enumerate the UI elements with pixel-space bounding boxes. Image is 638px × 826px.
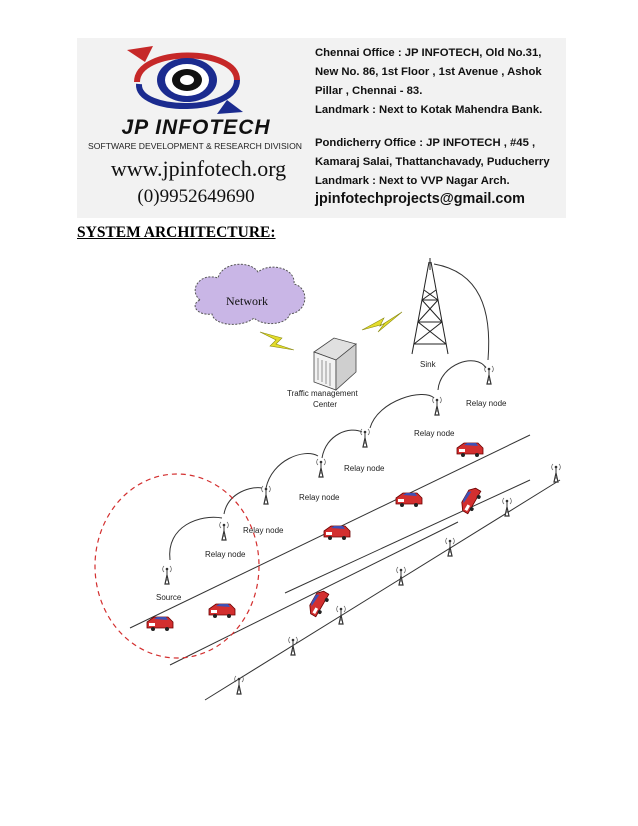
relay-node-label: Relay node — [205, 550, 246, 559]
roadside-antenna-icon — [502, 497, 512, 517]
link-arc — [433, 263, 490, 361]
company-name: JP INFOTECH — [121, 116, 271, 139]
source-label: Source — [156, 593, 182, 602]
relay-node-antenna-icon — [484, 365, 494, 385]
roadside-antenna-icon — [336, 605, 346, 625]
traffic-management-center-icon — [313, 337, 357, 391]
chennai-line-4: Landmark : Next to Kotak Mahendra Bank. — [315, 104, 543, 116]
link-arc — [321, 429, 363, 459]
relay-node-antenna-icon — [316, 458, 326, 478]
company-logo-icon — [127, 46, 243, 114]
network-label: Network — [226, 294, 268, 308]
pondicherry-office-address: Pondicherry Office : JP INFOTECH , #45 ,… — [315, 134, 567, 191]
pondy-line-2: Kamaraj Salai, Thattanchavady, Puducherr… — [315, 156, 550, 168]
relay-node-label: Relay node — [299, 493, 340, 502]
company-email: jpinfotechprojects@gmail.com — [315, 191, 525, 207]
car-icon — [323, 525, 351, 541]
relay-node-antenna-icon — [219, 521, 229, 541]
chennai-line-2: New No. 86, 1st Floor , 1st Avenue , Ash… — [315, 66, 542, 78]
roadside-antenna-icon — [551, 463, 561, 483]
sink-tower-icon — [411, 258, 449, 355]
road-line-3 — [284, 479, 531, 594]
lightning-icon — [259, 331, 295, 351]
source-antenna-icon — [162, 565, 172, 585]
relay-node-label: Relay node — [414, 429, 455, 438]
car-icon — [146, 616, 174, 632]
roadside-antenna-icon — [234, 675, 244, 695]
relay-node-label: Relay node — [466, 399, 507, 408]
car-icon — [208, 603, 236, 619]
network-cloud: Network — [194, 263, 306, 325]
chennai-office-address: Chennai Office : JP INFOTECH, Old No.31,… — [315, 44, 567, 120]
relay-node-label: Relay node — [344, 464, 385, 473]
car-icon — [395, 492, 423, 508]
lightning-icon — [361, 311, 403, 333]
road-line-2 — [169, 521, 459, 666]
chennai-line-3: Pillar , Chennai - 83. — [315, 85, 423, 97]
link-arc — [169, 516, 223, 561]
car-icon — [456, 442, 484, 458]
link-arc — [369, 394, 435, 429]
source-range-circle — [94, 473, 260, 659]
relay-node-label: Relay node — [243, 526, 284, 535]
roadside-antenna-icon — [288, 636, 298, 656]
sink-label: Sink — [420, 360, 437, 369]
roadside-antenna-icon — [445, 537, 455, 557]
tmc-label-line-1: Traffic management — [287, 389, 358, 398]
road-line-4 — [204, 479, 561, 701]
link-arc — [223, 487, 263, 515]
company-website: www.jpinfotech.org — [110, 156, 287, 181]
pondy-line-3: Landmark : Next to VVP Nagar Arch. — [315, 175, 510, 187]
company-phone: (0)9952649690 — [137, 186, 255, 207]
chennai-line-1: Chennai Office : JP INFOTECH, Old No.31, — [315, 47, 542, 59]
pondy-line-1: Pondicherry Office : JP INFOTECH , #45 , — [315, 137, 536, 149]
link-arc — [265, 453, 319, 489]
car-icon — [305, 588, 332, 619]
section-title: SYSTEM ARCHITECTURE: — [77, 224, 276, 241]
company-header: JP INFOTECH SOFTWARE DEVELOPMENT & RESEA… — [77, 38, 566, 218]
company-division: SOFTWARE DEVELOPMENT & RESEARCH DIVISION — [88, 141, 302, 151]
relay-node-antenna-icon — [432, 396, 442, 416]
link-arc — [437, 360, 487, 391]
relay-node-antenna-icon — [261, 485, 271, 505]
tmc-label-line-2: Center — [313, 400, 337, 409]
roadside-antenna-icon — [396, 566, 406, 586]
